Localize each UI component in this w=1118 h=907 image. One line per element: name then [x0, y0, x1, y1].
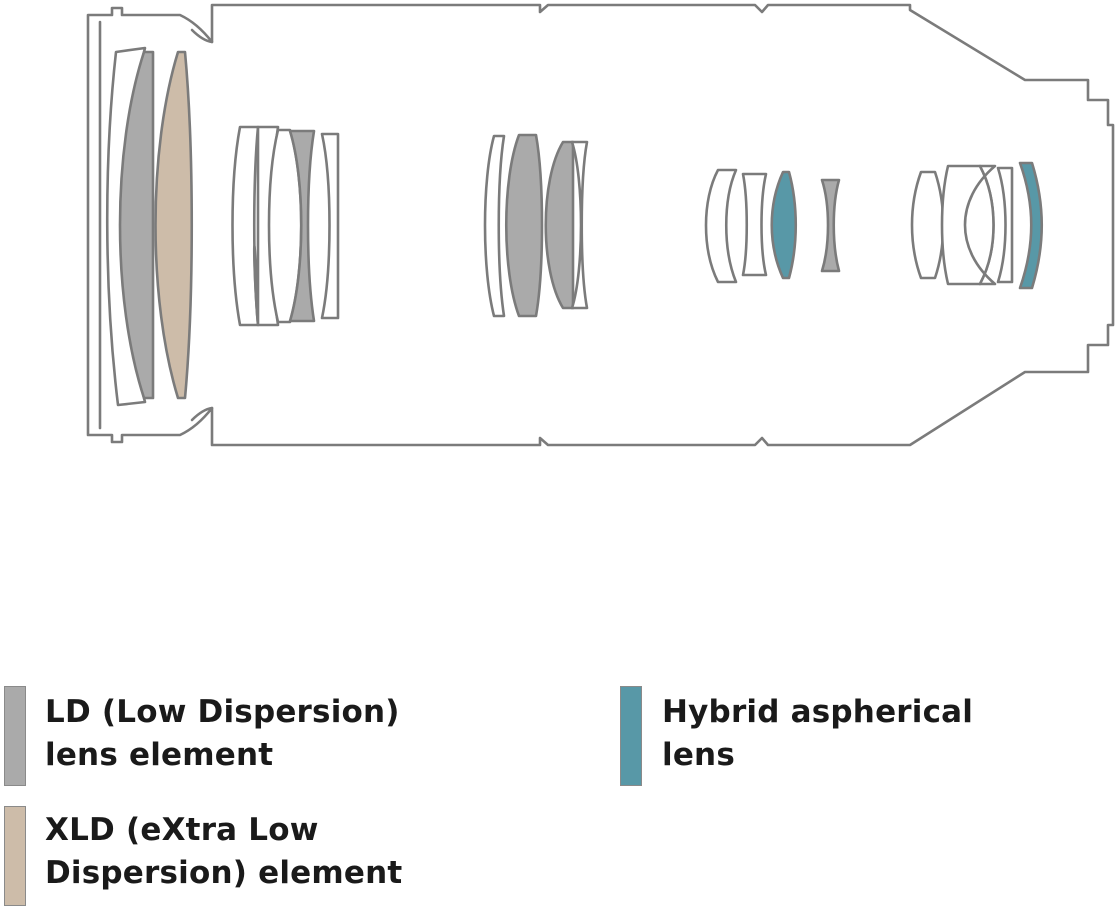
xld-legend-line2: Dispersion) element [45, 855, 403, 891]
lens-element-g5-3 [963, 164, 997, 286]
lens-element-g5-1 [910, 170, 945, 280]
lens-element-g2-1 [231, 125, 260, 327]
lens-element-g2-4-ld [288, 129, 316, 323]
lens-construction-diagram [86, 3, 1115, 447]
lens-element-g3-1 [483, 134, 506, 318]
lens-element-g1-3-xld [154, 50, 194, 400]
hybrid-aspherical-swatch [620, 686, 642, 786]
hybrid-legend-line2: lens [662, 737, 735, 773]
ld-legend-line1: LD (Low Dispersion) [45, 694, 400, 730]
lens-barrel-outline [86, 3, 1115, 447]
lens-element-g3-2-ld [504, 133, 544, 318]
hybrid-legend-line1: Hybrid aspherical [662, 694, 974, 730]
lens-element-g1-2-ld [118, 50, 155, 400]
ld-swatch [4, 686, 26, 786]
xld-swatch [4, 806, 26, 906]
xld-legend-label: XLD (eXtra Low Dispersion) element [45, 809, 402, 895]
lens-element-g4-2 [741, 172, 768, 277]
lens-element-g4-1 [704, 168, 738, 284]
barrel-notch-top [190, 28, 214, 44]
ld-legend-label: LD (Low Dispersion) lens element [45, 691, 400, 777]
lens-element-g4-4-ld [820, 178, 841, 273]
xld-legend-line1: XLD (eXtra Low [45, 812, 319, 848]
hybrid-aspherical-legend-label: Hybrid aspherical lens [662, 691, 973, 777]
barrel-notch-bottom [190, 406, 214, 422]
ld-legend-line2: lens element [45, 737, 274, 773]
lens-element-g3-3-ld [544, 140, 575, 310]
lens-element-g5-5-hybrid-aspherical [1018, 161, 1044, 290]
lens-element-g2-5 [320, 132, 340, 320]
lens-element-g4-3-hybrid-aspherical [770, 170, 797, 280]
lens-element-g5-4 [996, 166, 1014, 284]
lens-element-g3-4 [570, 140, 589, 310]
